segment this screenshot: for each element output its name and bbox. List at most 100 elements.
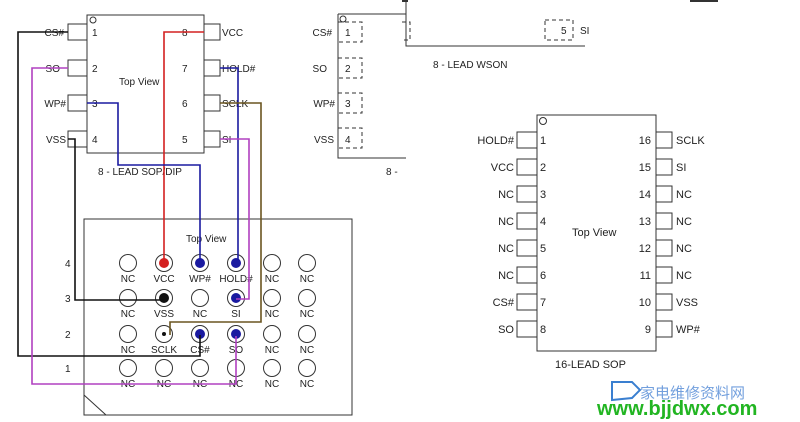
bga-ball-label: HOLD# [219,274,253,285]
sop16-pin-7-num: 7 [540,297,546,309]
sop16-pin-10-pad [655,293,673,311]
bga-ball [298,289,316,307]
wire-vss-black [68,138,164,301]
bga-ball [155,359,173,377]
wson8-pin-5-name: SI [580,26,589,37]
wire-si-purple [220,138,250,300]
sop8-pin-1-pad [67,23,88,41]
sop16-pin-2-name: VCC [491,162,514,174]
bga-ball [298,325,316,343]
sop8-caption: 8 - LEAD SOP/DIP [98,167,182,178]
sop16-pin-14-name: NC [676,189,692,201]
wson8-caption: 8 - LEAD WSON [433,60,507,71]
wire-cs-black [17,31,201,357]
bga-ball-label: NC [300,274,314,285]
wson8-pin-3-name: WP# [313,99,335,110]
sop8-pin-4-num: 4 [92,135,98,146]
sop16-pin-1-pad [516,131,538,149]
sop16-title: Top View [572,227,616,239]
watermark: 家电维修资料网 www.bjjdwx.com [596,381,757,420]
bga-ball [263,359,281,377]
sop8-pin-2-name: SO [46,64,61,75]
bga-ball [263,289,281,307]
wires [17,31,262,385]
watermark-chinese: 家电维修资料网 [640,385,745,402]
bga-row-label: 4 [65,259,71,270]
bga-board-outline [83,218,353,416]
bga-ball-probe [159,293,169,303]
sop16-pin-2-num: 2 [540,162,546,174]
wson8-pin1-marker [339,15,347,23]
watermark-logo-icon [611,381,642,402]
wson8-pin-1-num: 1 [345,28,351,39]
sop16-pin1-marker [539,117,547,125]
sop16-pin-7-name: CS# [493,297,515,309]
wson8-caption-lower: 8 - [386,167,398,178]
sop16-pin-6-name: NC [498,270,514,282]
sop8-title: Top View [119,77,160,88]
bga-ball-label: VCC [153,274,174,285]
bga-ball [119,254,137,272]
wson8-pad-fragment [402,21,411,41]
bga-ball-label: NC [121,274,135,285]
wire-wp-blue [87,102,201,264]
bga-ball-label: WP# [189,274,211,285]
wire-hold-blue [220,67,239,264]
bga-ball-probe [195,329,205,339]
bga-ball [191,289,209,307]
sop16-pin-9-name: WP# [676,324,701,336]
sop16-pin-7-pad [516,293,538,311]
sop8-pin-2-pad [67,59,88,77]
sop16-pin-2-pad [516,158,538,176]
sop16-pin-9-pad [655,320,673,338]
bga-ball-probe [231,293,241,303]
wson8-pin-5-num: 5 [561,26,567,37]
sop16-pin-4-name: NC [498,216,514,228]
bga-row-label: 1 [65,364,71,375]
sop8-pin-5-name: SI [222,135,231,146]
wson8-pin-3-num: 3 [345,99,351,110]
bga-ball-label: NC [300,309,314,320]
bga-ball-label: SI [231,309,240,320]
sop16-pin-14-pad [655,185,673,203]
sop16-pin-15-num: 15 [639,162,651,174]
sop16-pin-13-num: 13 [639,216,651,228]
bga-ball [298,254,316,272]
wson8-pin-3-pad [337,92,363,114]
wson8-package: CS# SO WP# VSS 1 2 3 4 5 SI 8 - LEAD WSO… [313,0,718,178]
bga-ball [119,325,137,343]
sop16-pin-5-name: NC [498,243,514,255]
sop16-pin-11-num: 11 [640,270,651,282]
sop8-pin1-marker [89,16,97,24]
bga-ball-label: NC [265,345,279,356]
sop8-pin-6-pad [203,94,221,112]
bga-ball-label: NC [121,345,135,356]
bga-ball-label: SCLK [151,345,177,356]
sop16-pin-12-num: 12 [639,243,651,255]
sop8-pin-5-pad [203,130,221,148]
bga-ball [119,359,137,377]
wson8-upper-body [405,0,452,47]
sop16-pin-13-pad [655,212,673,230]
wson8-tick-1 [402,0,408,2]
sop16-pin-12-name: NC [676,243,692,255]
sop16-pin-8-name: SO [498,324,514,336]
sop8-pin-5-num: 5 [182,135,188,146]
bga-board-corner [83,394,107,416]
sop16-pin-5-num: 5 [540,243,546,255]
wson8-pin-5-pad [544,19,574,41]
bga-ball-probe [162,332,166,336]
bga-ball-probe [231,329,241,339]
sop16-pin-8-num: 8 [540,324,546,336]
sop16-body [536,114,657,352]
sop8-pin-8-name: VCC [222,28,243,39]
sop16-pin-6-num: 6 [540,270,546,282]
sop8-pin-3-pad [67,94,88,112]
bga-ball [191,359,209,377]
bga-ball [298,359,316,377]
sop8-pin-3-num: 3 [92,99,98,110]
wson8-pin-2-name: SO [313,64,328,75]
sop16-pin-16-name: SCLK [676,135,705,147]
